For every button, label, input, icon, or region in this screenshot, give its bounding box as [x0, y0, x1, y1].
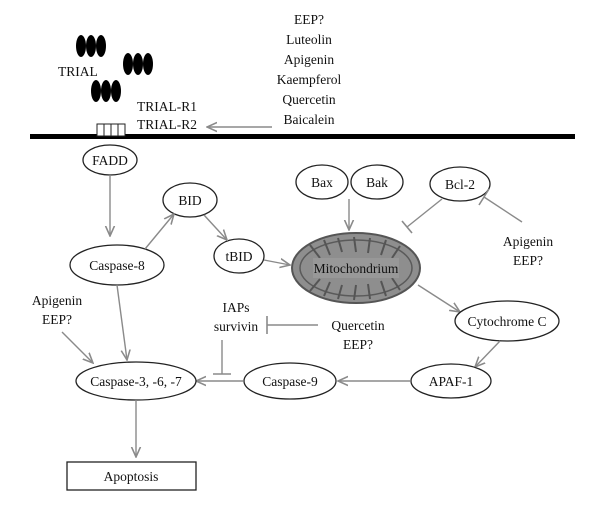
mitochondrium-label: Mitochondrium	[314, 261, 399, 276]
caspase9-node	[243, 362, 337, 400]
fadd-label: FADD	[92, 153, 128, 168]
compound-luteolin: Luteolin	[286, 32, 332, 47]
cytochrome-c-node	[454, 300, 560, 342]
apoptosis-label: Apoptosis	[104, 469, 159, 484]
receptor-label-r2: TRIAL-R2	[137, 117, 197, 132]
bax-node	[295, 164, 349, 200]
trial-ligand-cluster-2	[123, 53, 153, 75]
bid-node	[162, 182, 218, 218]
mitochondrium-organelle	[291, 232, 421, 304]
caspase-activator-eep: EEP?	[42, 312, 72, 327]
bcl2-node	[429, 166, 491, 202]
arrow-apigenin-to-caspase367	[61, 331, 93, 363]
compound-quercetin: Quercetin	[282, 92, 335, 107]
caspase-activator-apigenin: Apigenin	[32, 293, 82, 308]
tbid-label: tBID	[226, 249, 253, 264]
arrow-cytochrome-to-apaf1	[475, 340, 501, 367]
bid-label: BID	[178, 193, 202, 208]
compound-baicalein: Baicalein	[284, 112, 335, 127]
inhibition-iaps-to-caspase367	[213, 340, 231, 375]
caspase9-label: Caspase-9	[262, 374, 318, 389]
arrow-caspase8-to-caspase367	[116, 284, 127, 360]
inhibition-quercetin-to-iaps	[266, 316, 318, 334]
trial-ligand-cluster-3	[91, 80, 121, 102]
caspase8-label: Caspase-8	[89, 258, 145, 273]
top-compound-list: EEP? Luteolin Apigenin Kaempferol Querce…	[277, 12, 342, 127]
trial-label: TRIAL	[58, 64, 98, 79]
arrow-caspase8-to-bid	[144, 214, 174, 250]
inhibition-apigenin-to-bcl2	[478, 188, 523, 223]
inhibition-bcl2-to-mitochondrium	[401, 198, 443, 234]
bcl2-label: Bcl-2	[445, 177, 475, 192]
bcl2-inhibitor-apigenin: Apigenin	[503, 234, 553, 249]
compound-apigenin: Apigenin	[284, 52, 334, 67]
apaf1-node	[410, 363, 492, 399]
arrow-tbid-to-mitochondrium	[263, 260, 290, 265]
bak-label: Bak	[366, 175, 388, 190]
tbid-node	[213, 238, 265, 274]
survivin-label: survivin	[214, 319, 259, 334]
bak-node	[350, 164, 404, 200]
arrow-bid-to-tbid	[203, 214, 227, 240]
iap-inhibitor-quercetin: Quercetin	[331, 318, 384, 333]
caspase367-label: Caspase-3, -6, -7	[90, 374, 182, 389]
bcl2-inhibitor-eep: EEP?	[513, 253, 543, 268]
bax-label: Bax	[311, 175, 333, 190]
compound-kaempferol: Kaempferol	[277, 72, 342, 87]
apaf1-label: APAF-1	[429, 374, 474, 389]
cell-membrane	[30, 134, 575, 139]
trial-ligand-cluster-1	[76, 35, 106, 57]
arrow-mitochondrium-to-cytochrome	[417, 284, 460, 312]
iap-inhibitor-eep: EEP?	[343, 337, 373, 352]
compound-eep: EEP?	[294, 12, 324, 27]
iaps-label: IAPs	[222, 300, 249, 315]
apoptosis-box	[66, 461, 197, 491]
cytochrome-c-label: Cytochrome C	[467, 314, 546, 329]
trial-receptor	[96, 123, 126, 137]
receptor-label-r1: TRIAL-R1	[137, 99, 197, 114]
